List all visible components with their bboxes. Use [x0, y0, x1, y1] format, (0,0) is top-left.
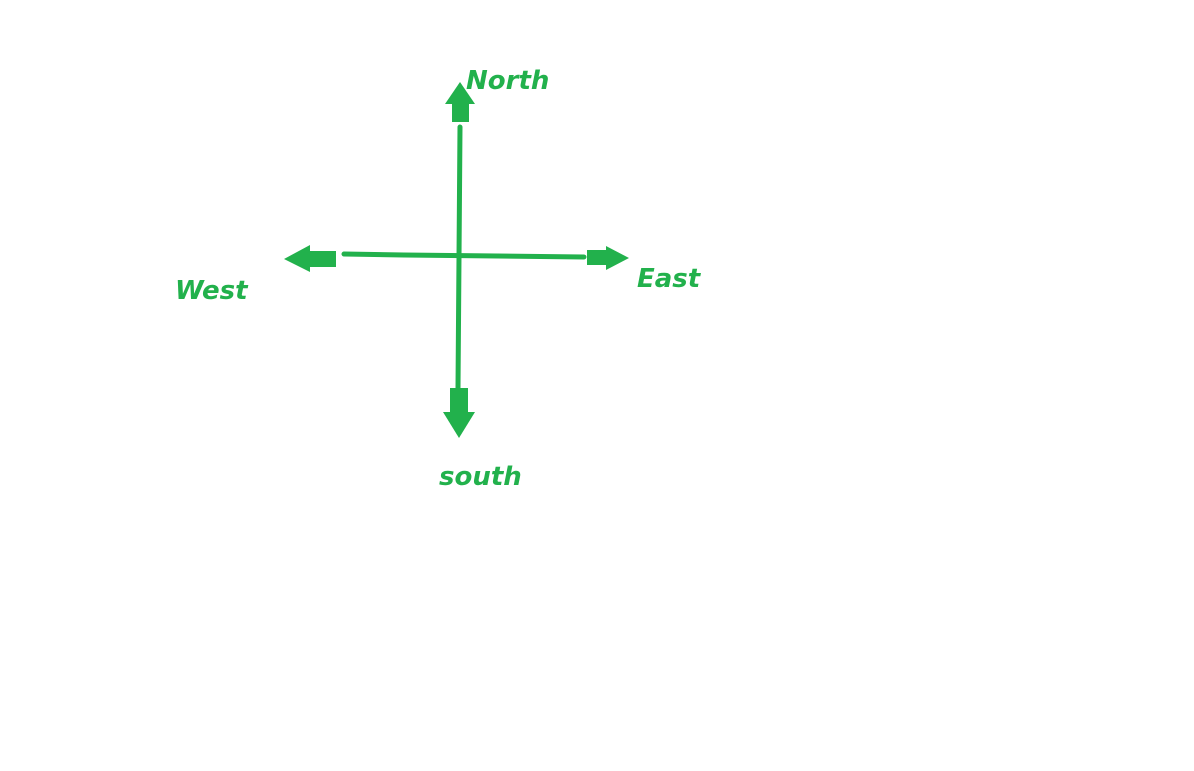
- south-label: south: [439, 462, 522, 492]
- arrow-left-icon: [284, 245, 336, 272]
- arrow-down-icon: [443, 388, 475, 438]
- east-label: East: [637, 264, 701, 294]
- horizontal-axis-line: [341, 251, 587, 260]
- west-label: West: [175, 276, 248, 306]
- arrow-up-icon: [445, 82, 475, 122]
- arrow-right-icon: [587, 246, 629, 270]
- north-label: North: [466, 66, 550, 96]
